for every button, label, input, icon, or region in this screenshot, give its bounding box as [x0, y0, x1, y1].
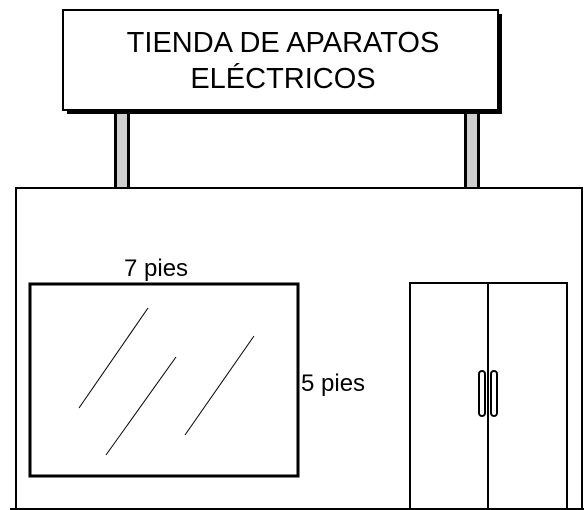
door-handle-right — [490, 370, 498, 417]
window-frame — [28, 282, 300, 478]
glass-reflection-3 — [184, 335, 255, 436]
display-window: 7 pies 5 pies — [28, 255, 365, 478]
double-door — [409, 282, 568, 510]
store-sign: TIENDA DE APARATOS ELÉCTRICOS — [62, 9, 502, 114]
sign-posts — [114, 114, 480, 189]
sign-post-right — [464, 114, 480, 189]
sign-post-left — [114, 114, 130, 189]
glass-reflection-1 — [78, 307, 149, 409]
door-handle-left — [478, 370, 486, 417]
sign-board — [62, 9, 499, 111]
sign-text-line-1: TIENDA DE APARATOS — [127, 27, 440, 59]
window-height-label: 5 pies — [301, 370, 365, 397]
glass-reflection-2 — [105, 356, 177, 456]
window-width-label: 7 pies — [124, 255, 188, 282]
sign-text-line-2: ELÉCTRICOS — [190, 62, 375, 95]
